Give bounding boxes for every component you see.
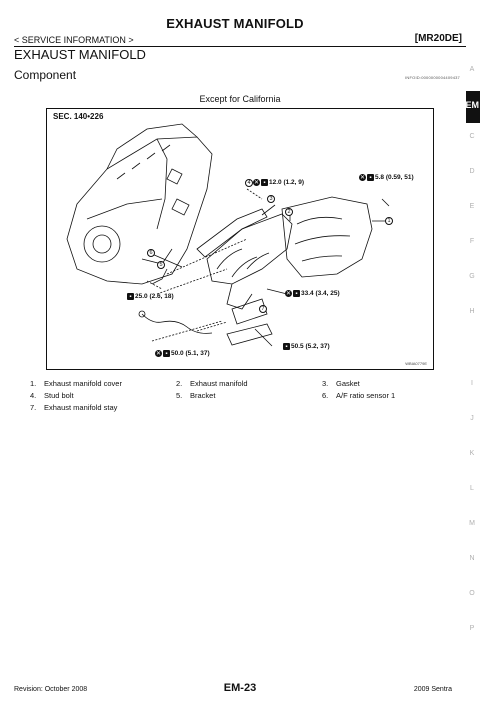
torque-spec-stud: ✕ ▪ 12.0 (1.2, 9) — [253, 179, 304, 186]
torque-icon: ▪ — [293, 290, 300, 297]
replace-icon: ✕ — [359, 174, 366, 181]
replace-icon: ✕ — [285, 290, 292, 297]
revision-date: Revision: October 2008 — [14, 686, 88, 693]
legend-item: 6. A/F ratio sensor 1 — [322, 391, 468, 400]
legend-label: Bracket — [190, 390, 216, 400]
info-id: INFOID:0000000004409437 — [405, 75, 460, 80]
legend-item: 2. Exhaust manifold — [176, 379, 322, 388]
section-index-letter[interactable]: J — [470, 415, 474, 422]
torque-icon: ▪ — [283, 343, 290, 350]
torque-icon: ▪ — [127, 293, 134, 300]
legend-row: 7. Exhaust manifold stay — [30, 401, 470, 413]
section-index-letter[interactable]: C — [469, 133, 475, 140]
service-information-label: < SERVICE INFORMATION > — [14, 35, 134, 45]
legend-number: 3. — [322, 378, 329, 388]
subsection-title: Component — [14, 68, 77, 82]
legend-number: 7. — [30, 402, 37, 412]
section-title: EXHAUST MANIFOLD — [14, 47, 146, 62]
section-index-letter[interactable]: G — [469, 273, 475, 280]
legend-item: 4. Stud bolt — [30, 391, 176, 400]
section-index-letter[interactable]: E — [469, 203, 475, 210]
section-tab-active[interactable] — [466, 91, 480, 123]
torque-icon: ▪ — [163, 350, 170, 357]
legend-item: 1. Exhaust manifold cover — [30, 379, 176, 388]
torque-spec-stay-lower: ✕ ▪ 50.0 (5.1, 37) — [155, 350, 210, 357]
section-index-letter[interactable]: H — [469, 308, 475, 315]
torque-value: 50.0 (5.1, 37) — [171, 350, 210, 357]
document-title: EXHAUST MANIFOLD — [166, 16, 304, 31]
section-index-letter[interactable]: D — [469, 168, 475, 175]
legend-row: 1. Exhaust manifold cover 2. Exhaust manif… — [30, 377, 470, 389]
callout-7: 7 — [259, 305, 267, 313]
legend-label: A/F ratio sensor 1 — [336, 390, 396, 400]
section-number-label: SEC. 140•226 — [53, 112, 104, 121]
callout-5: 5 — [157, 261, 165, 269]
torque-value: 12.0 (1.2, 9) — [269, 179, 305, 186]
torque-spec-stay-upper: ▪ 50.5 (5.2, 37) — [283, 343, 330, 350]
legend-item: 5. Bracket — [176, 391, 322, 400]
legend-item: 3. Gasket — [322, 379, 468, 388]
section-index-letter[interactable]: N — [469, 555, 475, 562]
legend-label: Exhaust manifold cover — [44, 378, 122, 388]
section-index-letter[interactable]: L — [470, 485, 474, 492]
callout-3: 3 — [267, 195, 275, 203]
legend-label: Gasket — [336, 378, 360, 388]
section-index-letter[interactable]: K — [469, 450, 475, 457]
header-divider — [14, 46, 466, 47]
torque-spec-sensor: ▪ 25.0 (2.6, 18) — [127, 293, 174, 300]
legend-row: 4. Stud bolt 5. Bracket 6. A/F ratio sensor… — [30, 389, 470, 401]
figure-caption: Except for California — [199, 94, 281, 104]
replace-icon: ✕ — [253, 179, 260, 186]
replace-icon: ✕ — [155, 350, 162, 357]
callout-2: 2 — [285, 208, 293, 216]
section-index-letter[interactable]: M — [469, 520, 475, 527]
legend-number: 4. — [30, 390, 37, 400]
section-index-letter[interactable]: A — [469, 66, 475, 73]
component-diagram: SEC. 140•226 — [46, 108, 434, 370]
legend-number: 5. — [176, 390, 183, 400]
torque-value: 33.4 (3.4, 25) — [301, 290, 340, 297]
legend-label: Exhaust manifold — [190, 378, 248, 388]
figure-id: WBIA0779E — [405, 361, 427, 366]
callout-1: 1 — [385, 217, 393, 225]
legend-label: Exhaust manifold stay — [44, 402, 118, 412]
legend-item: 7. Exhaust manifold stay — [30, 403, 176, 412]
vehicle-model: 2009 Sentra — [413, 686, 452, 693]
torque-spec-manifold: ✕ ▪ 33.4 (3.4, 25) — [285, 290, 340, 297]
legend-number: 1. — [30, 378, 37, 388]
torque-icon: ▪ — [367, 174, 374, 181]
section-tab-label: EM — [465, 100, 480, 110]
legend-number: 2. — [176, 378, 183, 388]
engine-code: [MR20DE] — [414, 33, 462, 44]
section-index-letter[interactable]: F — [469, 238, 475, 245]
callout-6: 6 — [147, 249, 155, 257]
engine-illustration — [66, 123, 392, 347]
section-index-letter[interactable]: O — [469, 590, 475, 597]
page-number: EM-23 — [223, 682, 257, 694]
torque-value: 25.0 (2.6, 18) — [135, 293, 174, 300]
parts-legend: 1. Exhaust manifold cover 2. Exhaust manif… — [30, 377, 470, 413]
legend-number: 6. — [322, 390, 329, 400]
callout-4: 4 — [245, 179, 253, 187]
legend-label: Stud bolt — [44, 390, 74, 400]
torque-value: 50.5 (5.2, 37) — [291, 343, 330, 350]
section-index-letter[interactable]: I — [471, 380, 473, 387]
section-index-letter[interactable]: P — [469, 625, 475, 632]
torque-spec-cover: ✕ ▪ 5.8 (0.59, 51) — [359, 174, 414, 181]
torque-value: 5.8 (0.59, 51) — [375, 174, 414, 181]
torque-icon: ▪ — [261, 179, 268, 186]
